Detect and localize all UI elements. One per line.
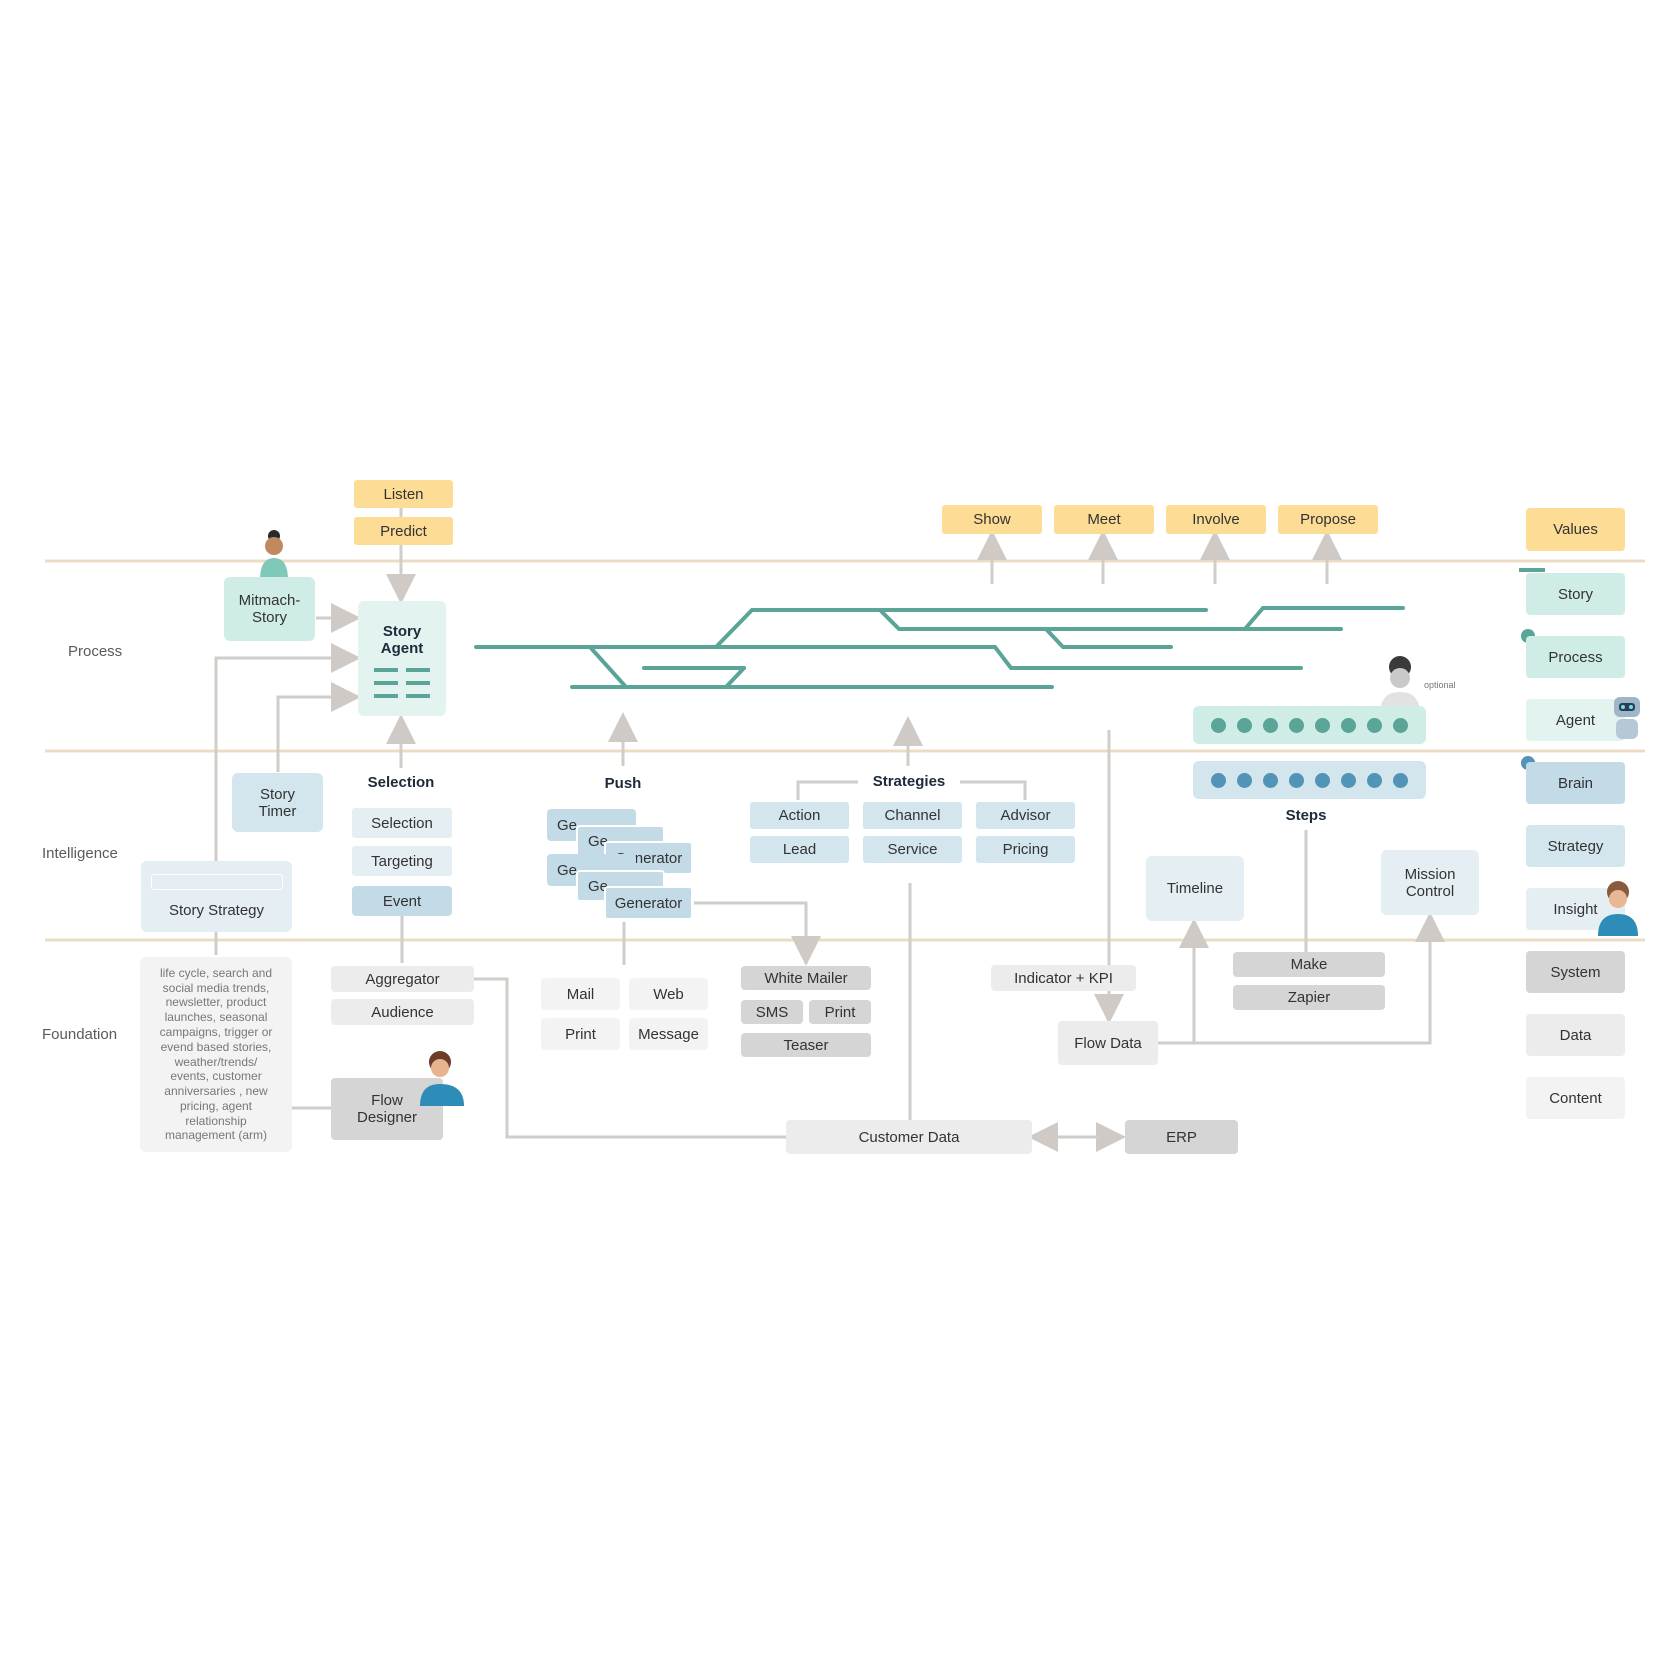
story-strategy-box[interactable]: Story Strategy [141, 861, 292, 932]
sms-box[interactable]: SMS [741, 1000, 803, 1024]
story-agent-box[interactable]: Story Agent [358, 601, 446, 716]
designer-avatar-icon [418, 1048, 468, 1111]
dot-group [1315, 717, 1409, 733]
customer-data-box[interactable]: Customer Data [786, 1120, 1032, 1154]
row-label-process: Process [68, 643, 123, 660]
print-box[interactable]: Print [809, 1000, 871, 1024]
teal-track-lines [474, 606, 1405, 689]
insight-person-icon [1596, 878, 1640, 941]
message-channel[interactable]: Message [629, 1018, 708, 1050]
targeting-item[interactable]: Targeting [352, 846, 452, 876]
legend-story: Story [1526, 573, 1625, 615]
story-sources-note: life cycle, search and social media tren… [140, 957, 292, 1152]
dot-group [1315, 772, 1409, 788]
dot-group [1210, 772, 1304, 788]
aggregator-box[interactable]: Aggregator [331, 966, 474, 992]
erp-box[interactable]: ERP [1125, 1120, 1238, 1154]
service-item[interactable]: Service [863, 836, 962, 863]
row-label-intelligence: Intelligence [42, 845, 118, 862]
story-timer-box[interactable]: Story Timer [232, 773, 323, 832]
lead-item[interactable]: Lead [750, 836, 849, 863]
web-channel[interactable]: Web [629, 978, 708, 1010]
generator-card[interactable]: Generator [604, 886, 693, 920]
predict-box[interactable]: Predict [354, 517, 453, 545]
row-label-foundation: Foundation [42, 1026, 118, 1043]
channel-item[interactable]: Channel [863, 802, 962, 829]
person-avatar-icon [256, 528, 292, 585]
strategies-heading: Strategies [872, 773, 946, 790]
mitmach-story-box[interactable]: Mitmach- Story [224, 577, 315, 641]
event-item[interactable]: Event [352, 886, 452, 916]
list-icon [374, 668, 430, 698]
teaser-box[interactable]: Teaser [741, 1033, 871, 1057]
mission-control-box[interactable]: Mission Control [1381, 850, 1479, 915]
legend-content: Content [1526, 1077, 1625, 1119]
steps-heading: Steps [1285, 807, 1327, 824]
process-dots-bar [1193, 706, 1426, 744]
optional-note: optional [1424, 680, 1456, 690]
zapier-box[interactable]: Zapier [1233, 985, 1385, 1010]
white-mailer-box[interactable]: White Mailer [741, 966, 871, 990]
timeline-box[interactable]: Timeline [1146, 856, 1244, 921]
advisor-item[interactable]: Advisor [976, 802, 1075, 829]
propose-box[interactable]: Propose [1278, 505, 1378, 534]
legend-brain: Brain [1526, 762, 1625, 804]
story-agent-label: Story Agent [380, 623, 424, 657]
legend-process: Process [1526, 636, 1625, 678]
print-channel[interactable]: Print [541, 1018, 620, 1050]
legend-data: Data [1526, 1014, 1625, 1056]
audience-box[interactable]: Audience [331, 999, 474, 1025]
strategy-bar [150, 874, 283, 890]
dot-group [1210, 717, 1304, 733]
meet-box[interactable]: Meet [1054, 505, 1154, 534]
action-item[interactable]: Action [750, 802, 849, 829]
story-strategy-label: Story Strategy [168, 902, 265, 919]
robot-icon [1608, 693, 1648, 746]
legend-strategy: Strategy [1526, 825, 1625, 867]
listen-box[interactable]: Listen [354, 480, 453, 508]
legend-agent: Agent [1526, 699, 1625, 741]
flow-data-box[interactable]: Flow Data [1058, 1021, 1158, 1065]
story-sources-text: life cycle, search and social media tren… [159, 965, 273, 1143]
legend-system: System [1526, 951, 1625, 993]
selection-item[interactable]: Selection [352, 808, 452, 838]
flow-designer-box[interactable]: Flow Designer [331, 1078, 443, 1140]
legend-values: Values [1526, 508, 1625, 551]
pricing-item[interactable]: Pricing [976, 836, 1075, 863]
indicator-kpi-box[interactable]: Indicator + KPI [991, 965, 1136, 991]
push-heading: Push [604, 775, 642, 792]
make-box[interactable]: Make [1233, 952, 1385, 977]
show-box[interactable]: Show [942, 505, 1042, 534]
involve-box[interactable]: Involve [1166, 505, 1266, 534]
mail-channel[interactable]: Mail [541, 978, 620, 1010]
brain-dots-bar [1193, 761, 1426, 799]
selection-heading: Selection [367, 774, 435, 791]
